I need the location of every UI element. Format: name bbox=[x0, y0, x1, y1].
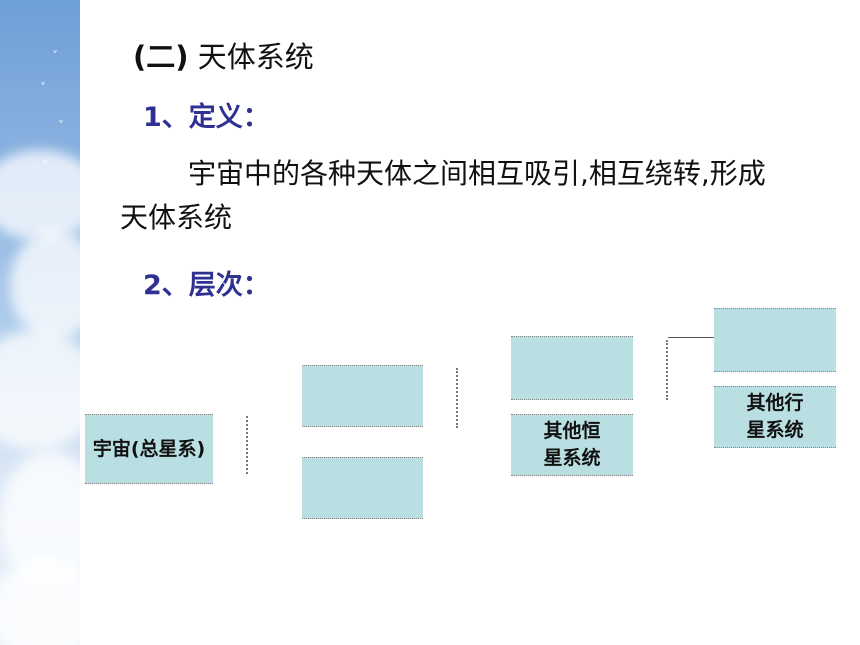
definition-heading: 1、定义： bbox=[143, 102, 270, 133]
section-number: (二) bbox=[133, 40, 189, 74]
blank-box-earth-moon bbox=[714, 308, 836, 372]
connector-line bbox=[668, 337, 714, 338]
blank-box-galaxy bbox=[302, 365, 423, 427]
levels-heading: 2、层次： bbox=[143, 270, 270, 301]
definition-text: 宇宙中的各种天体之间相互吸引,相互绕转,形成天体系统 bbox=[120, 157, 766, 234]
universe-label: 宇宙(总星系) bbox=[92, 437, 206, 460]
universe-box: 宇宙(总星系) bbox=[85, 414, 213, 484]
blank-box-solar-system bbox=[511, 336, 633, 400]
other-star-systems-box: 其他恒星系统 bbox=[511, 414, 633, 476]
connector-dots bbox=[456, 368, 458, 428]
other-star-systems-label: 其他恒星系统 bbox=[543, 420, 601, 469]
connector-dots bbox=[246, 416, 248, 474]
sidebar-decoration: ˅ ˅ ˅ ˅ bbox=[0, 0, 80, 645]
other-planet-systems-box: 其他行星系统 bbox=[714, 386, 836, 448]
bird-icon: ˅ bbox=[40, 81, 46, 95]
blank-box-other-galaxies bbox=[302, 457, 423, 519]
other-planet-systems-label: 其他行星系统 bbox=[746, 392, 804, 441]
section-title-text: 天体系统 bbox=[197, 40, 314, 74]
bird-icon: ˅ bbox=[42, 159, 48, 173]
bird-icon: ˅ bbox=[58, 119, 64, 133]
bird-icon: ˅ bbox=[52, 49, 58, 63]
connector-dots bbox=[666, 340, 668, 400]
section-title: (二) 天体系统 bbox=[133, 34, 314, 76]
